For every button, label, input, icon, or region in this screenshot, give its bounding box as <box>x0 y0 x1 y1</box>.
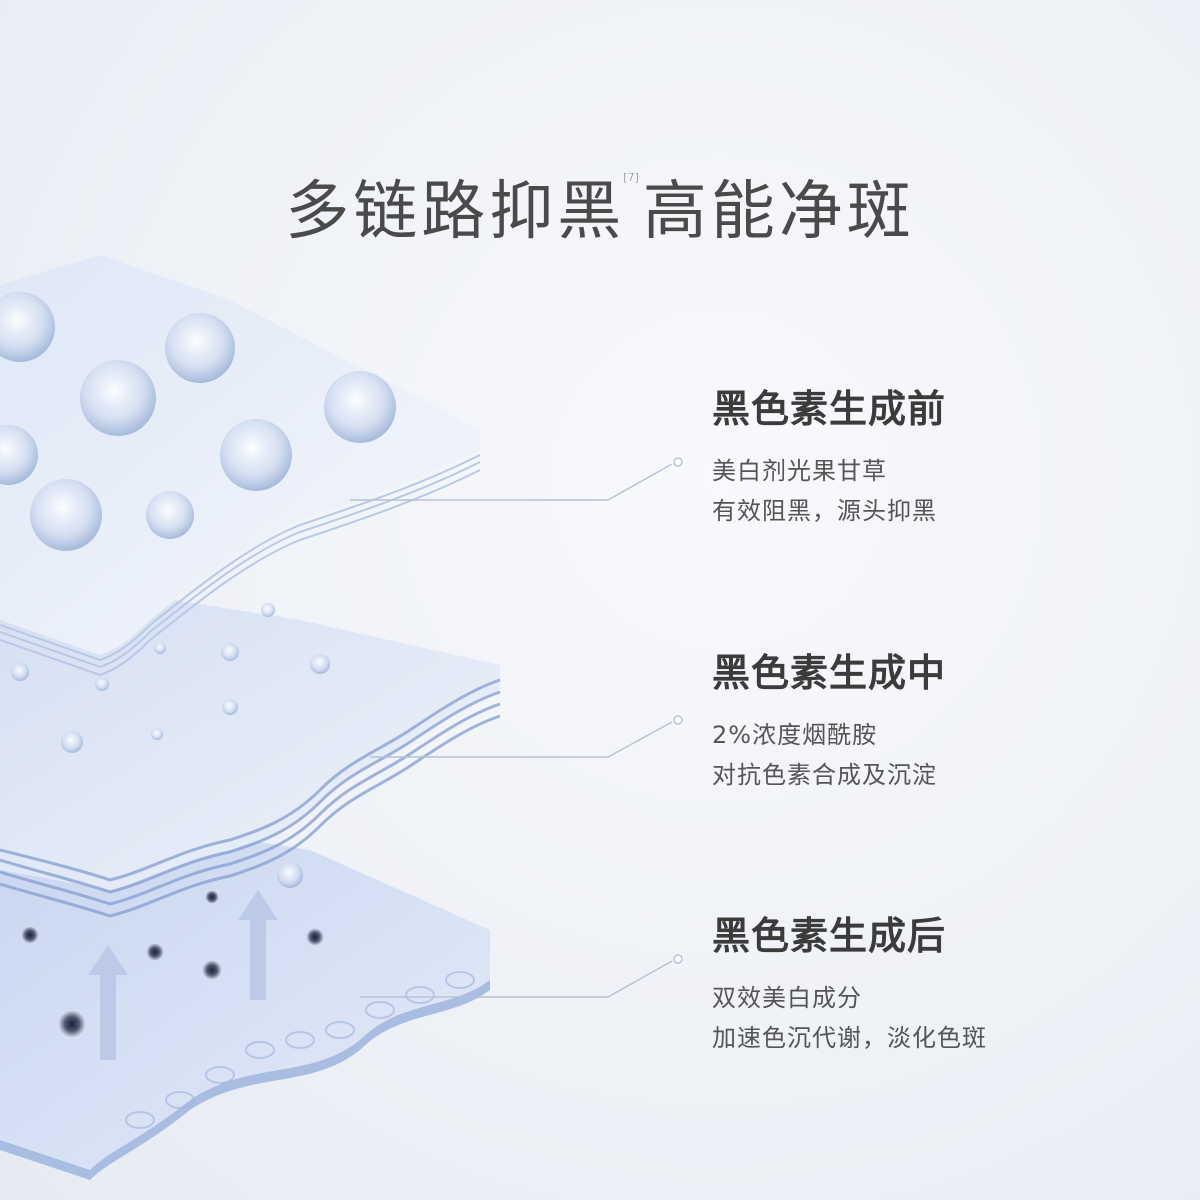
section-heading: 黑色素生成前 <box>712 387 947 431</box>
section-line: 对抗色素合成及沉淀 <box>712 761 937 789</box>
title-right: 高能净斑 <box>642 175 915 249</box>
section-line: 加速色沉代谢，淡化色斑 <box>712 1024 987 1052</box>
section-line: 有效阻黑，源头抑黑 <box>712 497 937 525</box>
section-line: 美白剂光果甘草 <box>712 457 887 485</box>
section-before: 黑色素生成前 美白剂光果甘草 有效阻黑，源头抑黑 <box>712 378 946 531</box>
section-heading: 黑色素生成中 <box>712 651 947 695</box>
section-line: 2%浓度烟酰胺 <box>712 721 878 749</box>
skin-layers-illustration <box>0 255 501 1180</box>
title-citation: [7] <box>623 171 639 184</box>
section-line: 双效美白成分 <box>712 984 862 1012</box>
section-during: 黑色素生成中 2%浓度烟酰胺 对抗色素合成及沉淀 <box>712 642 946 795</box>
page-title: 多链路抑黑[7]高能净斑 <box>0 160 1200 252</box>
title-left: 多链路抑黑 <box>285 175 626 249</box>
section-after: 黑色素生成后 双效美白成分 加速色沉代谢，淡化色斑 <box>712 905 987 1058</box>
section-heading: 黑色素生成后 <box>712 914 947 958</box>
